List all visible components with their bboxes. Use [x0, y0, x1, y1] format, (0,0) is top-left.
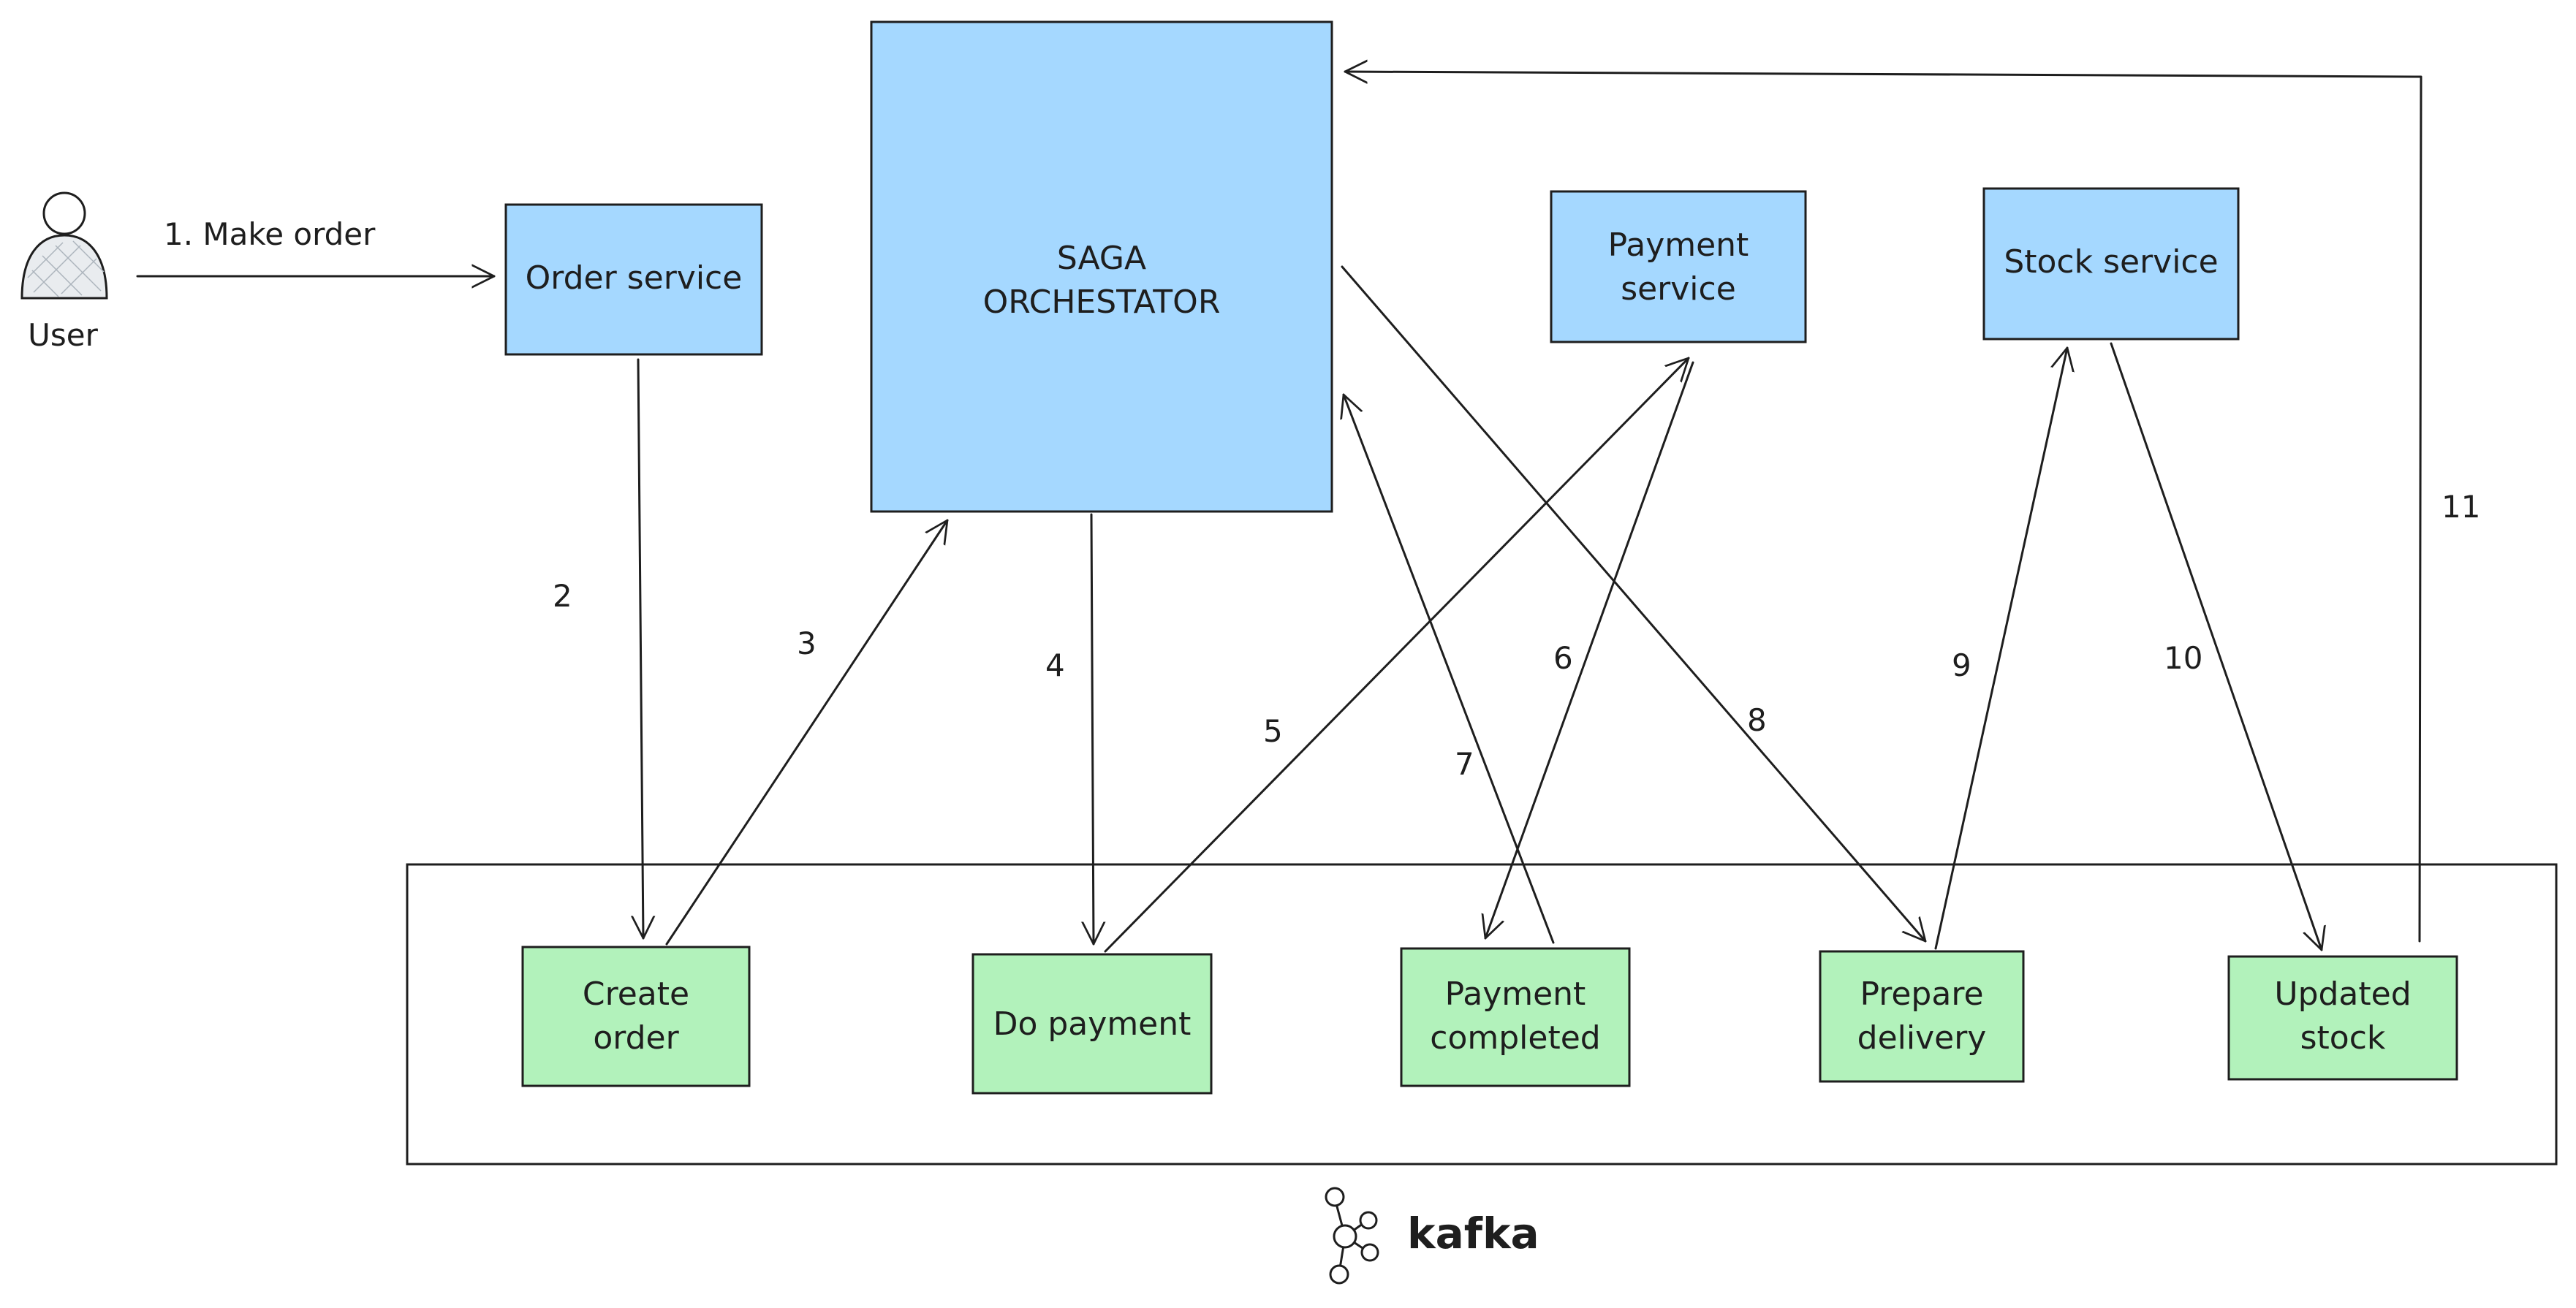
arrow-9 — [1934, 346, 2067, 950]
topic-create-order-line1: Create — [583, 976, 689, 1013]
stock-service-node: Stock service — [1982, 187, 2240, 341]
arrow-6 — [1485, 361, 1694, 940]
user-actor-icon — [20, 191, 108, 300]
topic-updated-stock: Updated stock — [2227, 955, 2458, 1081]
topic-prepare-delivery-line1: Prepare — [1860, 976, 1983, 1013]
arrow-8-label: 8 — [1747, 702, 1767, 738]
saga-orchestrator-node: SAGA ORCHESTATOR — [870, 20, 1333, 513]
arrow-4-label: 4 — [1045, 647, 1065, 683]
saga-label-line2: ORCHESTATOR — [983, 284, 1221, 321]
arrow-11-label: 11 — [2441, 489, 2480, 525]
arrow-11 — [1344, 72, 2422, 943]
kafka-logo-icon — [1325, 1187, 1379, 1285]
topic-updated-stock-line2: stock — [2300, 1019, 2386, 1057]
arrow-10-label: 10 — [2164, 640, 2202, 676]
topic-create-order-line2: order — [593, 1019, 679, 1057]
saga-label-line1: SAGA — [1057, 240, 1146, 277]
arrow-10 — [2110, 342, 2322, 951]
arrow-5 — [1104, 357, 1690, 953]
arrow-7 — [1344, 393, 1555, 944]
topic-payment-completed-line2: completed — [1430, 1019, 1600, 1057]
topic-prepare-delivery-line2: delivery — [1857, 1019, 1987, 1057]
topic-payment-completed-line1: Payment — [1445, 976, 1586, 1013]
arrow-6-label: 6 — [1553, 640, 1573, 676]
topic-do-payment: Do payment — [971, 953, 1213, 1095]
order-service-node: Order service — [504, 203, 763, 356]
arrow-1-label: 1. Make order — [164, 216, 376, 252]
order-service-label: Order service — [526, 259, 743, 297]
topic-updated-stock-line1: Updated — [2274, 976, 2411, 1013]
arrow-3-label: 3 — [797, 626, 817, 661]
arrow-9-label: 9 — [1952, 647, 1971, 683]
arrow-5-label: 5 — [1263, 713, 1283, 749]
topic-prepare-delivery: Prepare delivery — [1819, 950, 2025, 1083]
kafka-label: kafka — [1407, 1209, 1539, 1258]
payment-service-label-line1: Payment — [1608, 227, 1749, 264]
arrow-4 — [1091, 513, 1094, 946]
user-label: User — [28, 317, 98, 353]
arrow-8 — [1341, 265, 1927, 943]
payment-service-node: Payment service — [1550, 190, 1807, 343]
topic-payment-completed: Payment completed — [1400, 947, 1631, 1087]
payment-service-label-line2: service — [1621, 270, 1736, 308]
stock-service-label: Stock service — [2004, 243, 2218, 281]
arrow-2 — [638, 358, 643, 940]
topic-create-order: Create order — [521, 946, 751, 1087]
topic-do-payment-label: Do payment — [993, 1005, 1192, 1043]
arrow-2-label: 2 — [553, 578, 572, 614]
arrow-3 — [665, 519, 949, 946]
kafka-cluster-frame — [406, 863, 2558, 1166]
arrow-7-label: 7 — [1455, 746, 1474, 782]
